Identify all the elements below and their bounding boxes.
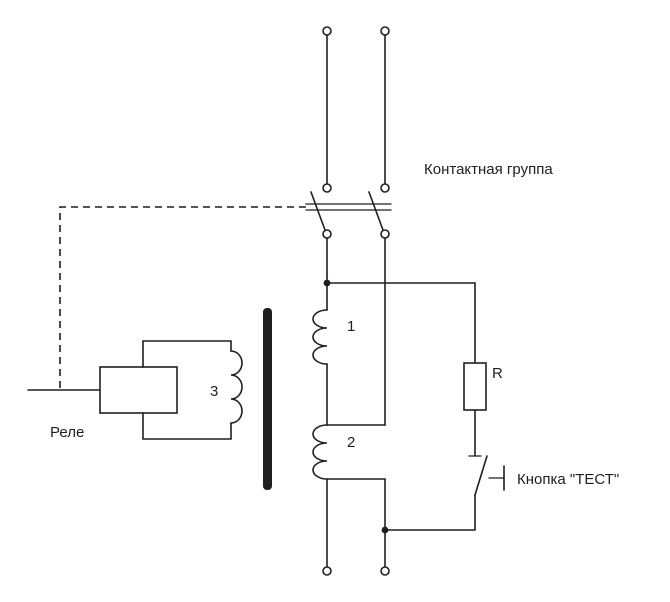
winding-3-coil <box>230 350 243 424</box>
contact-blade-left <box>310 191 326 231</box>
trip-linkage-dashed <box>59 206 306 388</box>
terminal-bottom-left <box>322 566 332 576</box>
wire-button-return <box>384 494 476 531</box>
label-test-button: Кнопка "ТЕСТ" <box>517 471 619 488</box>
resistor-body <box>463 362 487 411</box>
terminal-top-left <box>322 26 332 36</box>
transformer-core <box>263 308 272 490</box>
winding-1-coil <box>312 309 328 365</box>
label-winding-2: 2 <box>347 434 355 451</box>
contact-fixed-right-top <box>380 183 390 193</box>
button-contact-blade <box>474 455 488 496</box>
label-resistor: R <box>492 365 503 382</box>
test-button-symbol <box>468 455 505 496</box>
label-winding-1: 1 <box>347 318 355 335</box>
contact-blade-right <box>368 191 384 231</box>
terminal-bottom-right <box>380 566 390 576</box>
label-winding-3: 3 <box>210 383 218 400</box>
wire-test-feed <box>326 282 476 364</box>
contact-fixed-left-top <box>322 183 332 193</box>
contact-fixed-left-bottom <box>322 229 332 239</box>
relay-coil-link-bottom <box>142 412 232 440</box>
contact-group <box>305 183 392 239</box>
label-relay: Реле <box>50 424 84 441</box>
terminal-top-right <box>380 26 390 36</box>
winding-2-coil <box>312 424 328 480</box>
contact-fixed-right-bottom <box>380 229 390 239</box>
relay-coil-link-top <box>142 340 232 368</box>
relay-body <box>99 366 178 414</box>
label-contact-group: Контактная группа <box>424 161 553 178</box>
